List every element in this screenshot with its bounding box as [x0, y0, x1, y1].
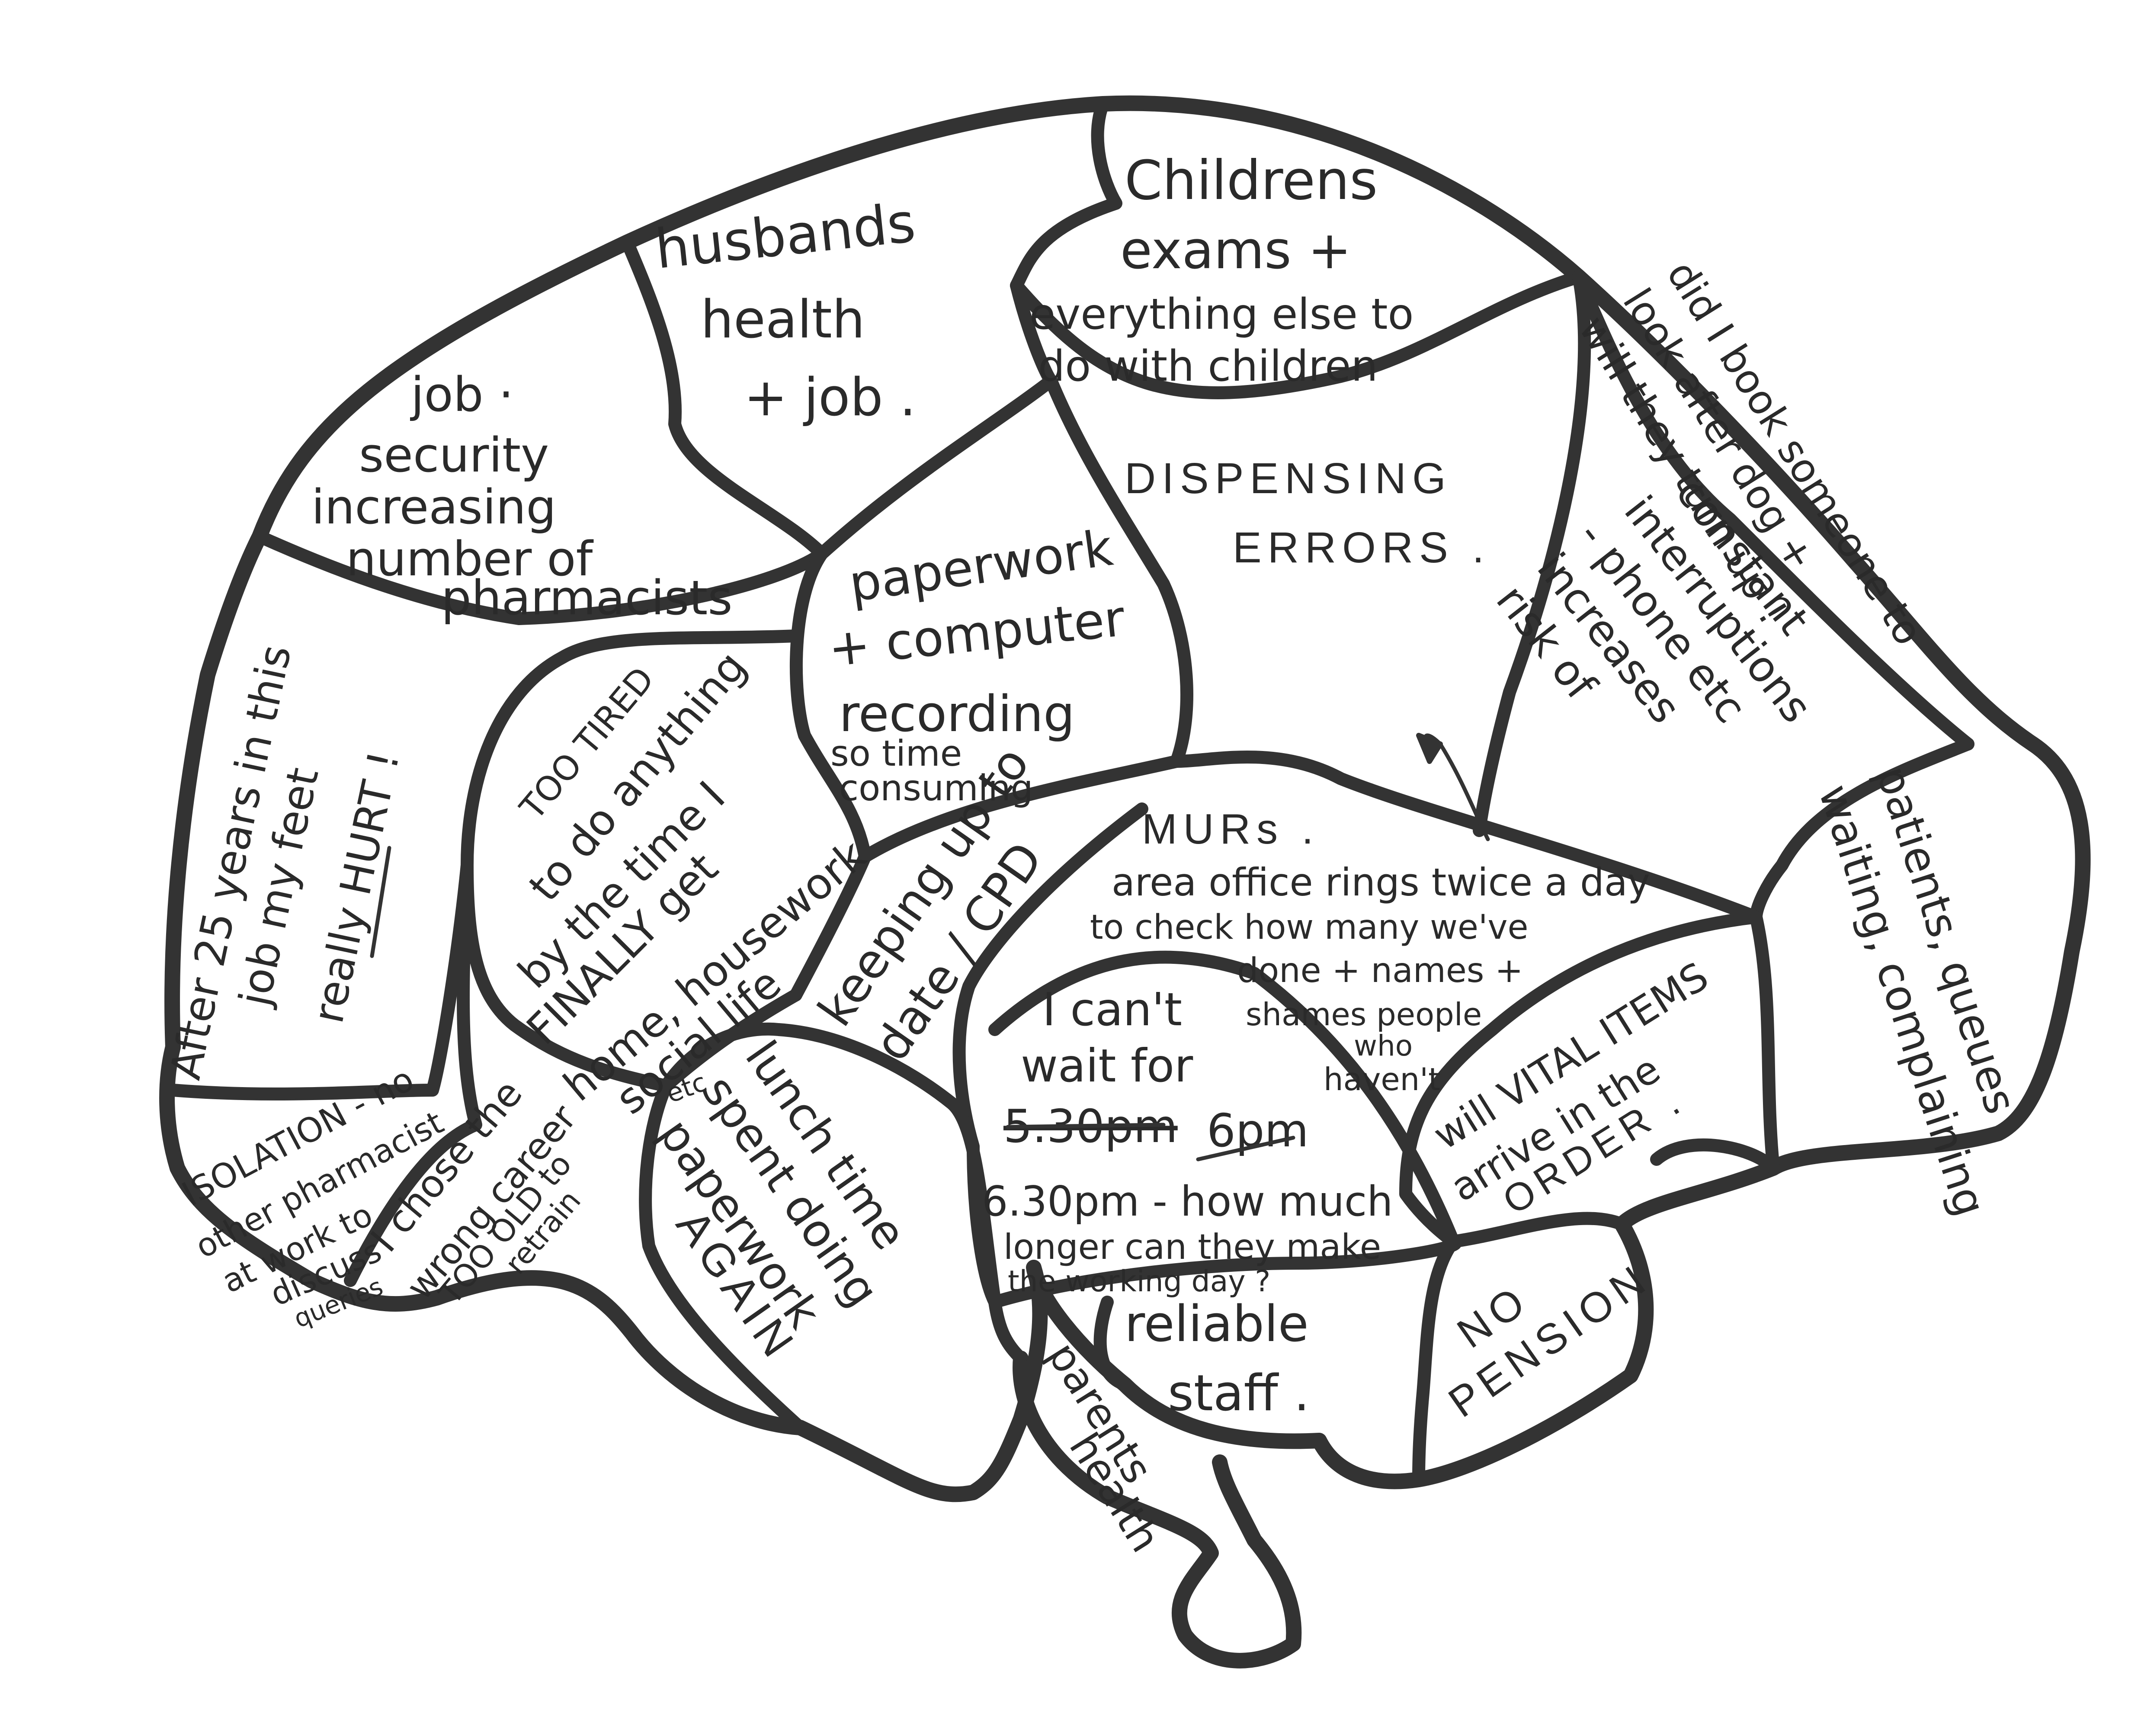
childrens-line: do with children [1038, 342, 1378, 391]
wait-line: longer can they make [1003, 1227, 1381, 1267]
childrens-line: exams + [1120, 221, 1351, 281]
husbands-line: health [701, 290, 865, 350]
wait-line: wait for [1021, 1040, 1193, 1092]
dispensing-line: ERRORS . [1233, 523, 1490, 572]
brain-outline [159, 95, 2091, 1669]
husbands-line: husbands [652, 192, 918, 281]
job-security-line: increasing [311, 479, 556, 535]
job-security-line: pharmacists [441, 570, 733, 626]
region-murs: MURs . area office rings twice a day to … [1090, 805, 1650, 1097]
paperwork-line: consuming [839, 768, 1033, 809]
reliable-line: reliable [1125, 1295, 1309, 1353]
childrens-line: everything else to [1029, 290, 1414, 339]
arrow-icon [1416, 733, 1490, 841]
wait-line: 6.30pm - how much [982, 1178, 1393, 1226]
wait-line: the working day ? [1008, 1264, 1270, 1299]
paperwork-line: so time [830, 733, 962, 774]
childrens-line: Childrens [1125, 149, 1378, 212]
strikethrough [1006, 1123, 1166, 1129]
region-dividers [167, 97, 1974, 1486]
region-pension: NO PENSION [1440, 1254, 1658, 1426]
region-job-security: job · security increasing number of phar… [311, 367, 733, 626]
region-reliable: reliable staff . [1125, 1295, 1310, 1422]
murs-line: who [1354, 1029, 1413, 1062]
region-childrens: Childrens exams + everything else to do … [1029, 149, 1414, 391]
husbands-line: + job . [744, 368, 916, 428]
murs-line: area office rings twice a day [1112, 860, 1650, 905]
paperwork-line: recording [839, 685, 1075, 743]
reliable-line: staff . [1168, 1364, 1310, 1422]
murs-line: done + names + [1237, 951, 1523, 990]
region-dispensing: DISPENSING ERRORS . [1125, 454, 1490, 572]
murs-line: shames people [1246, 996, 1482, 1033]
region-husbands: husbands health + job . [652, 192, 918, 428]
job-security-line: job · [410, 367, 514, 422]
murs-title: MURs . [1142, 805, 1320, 853]
wait-line: I can't [1042, 983, 1182, 1036]
region-vital-items: will VITAL ITEMS arrive in the ORDER . [1426, 953, 1716, 1223]
job-security-line: number of [346, 531, 594, 587]
murs-line: haven't [1324, 1061, 1440, 1097]
job-security-line: security [359, 427, 549, 483]
dispensing-line: DISPENSING [1125, 454, 1452, 503]
region-wait: I can't wait for 5.30pm 6pm 6.30pm - how… [982, 983, 1393, 1299]
strikethrough [1196, 1136, 1295, 1162]
murs-line: to check how many we've [1090, 908, 1529, 947]
underline [370, 846, 391, 958]
wait-line-struck: 6pm [1207, 1104, 1309, 1157]
